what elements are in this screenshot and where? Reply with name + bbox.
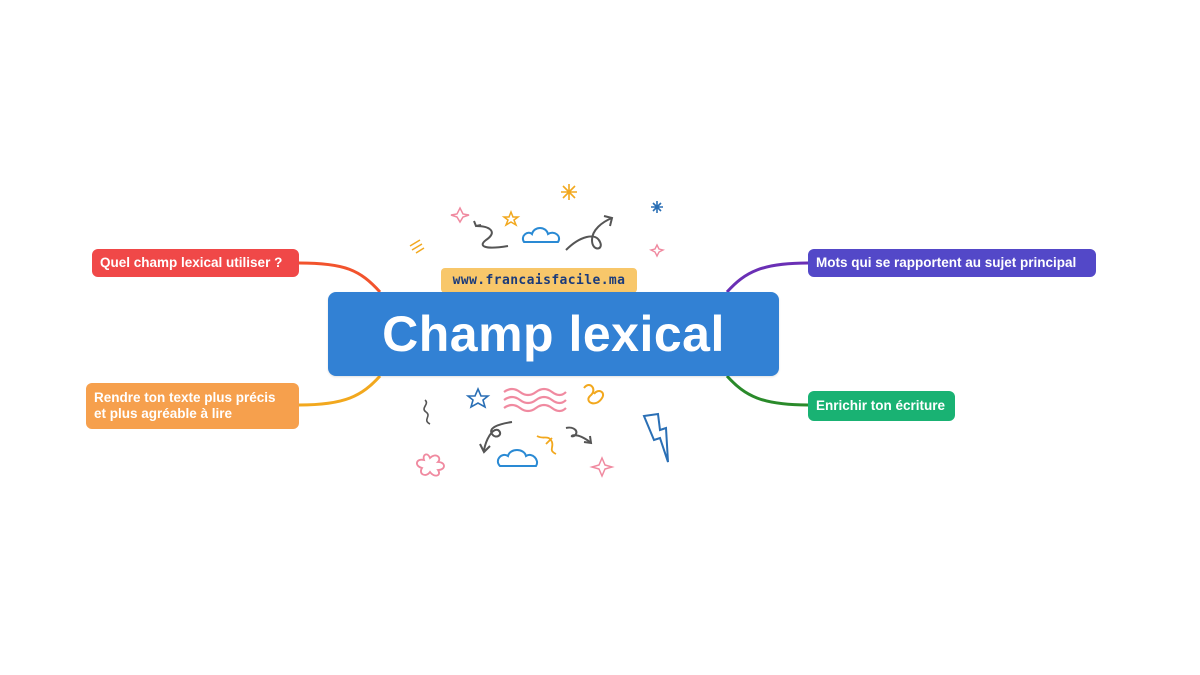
branch-rendre-texte-precis: Rendre ton texte plus précis et plus agr… xyxy=(86,383,299,429)
link-bottom-right xyxy=(725,374,809,407)
central-topic: Champ lexical xyxy=(328,292,779,376)
site-url-badge: www.francaisfacile.ma xyxy=(441,268,637,293)
branch-quel-champ-lexical: Quel champ lexical utiliser ? xyxy=(92,249,299,277)
branch-mots-sujet-principal: Mots qui se rapportent au sujet principa… xyxy=(808,249,1096,277)
link-top-right xyxy=(725,261,809,294)
branch-enrichir-ecriture: Enrichir ton écriture xyxy=(808,391,955,421)
link-bottom-left xyxy=(298,374,382,407)
link-top-left xyxy=(298,261,382,294)
